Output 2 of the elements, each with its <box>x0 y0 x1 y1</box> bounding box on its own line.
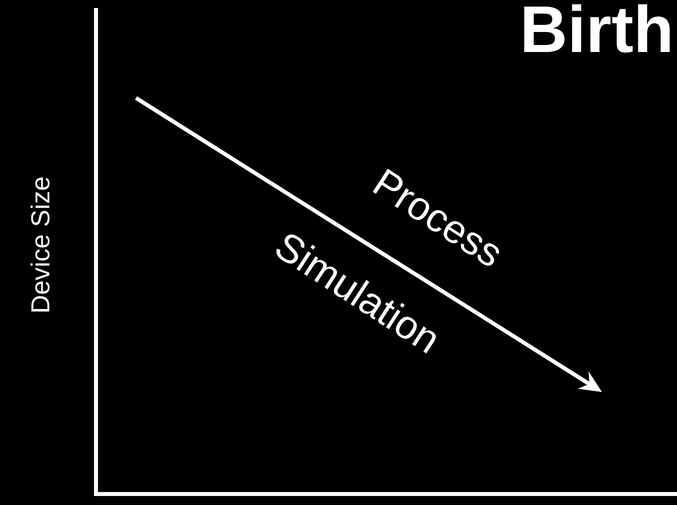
axis-label: Device Size <box>30 178 50 312</box>
title: Birth <box>524 4 670 53</box>
